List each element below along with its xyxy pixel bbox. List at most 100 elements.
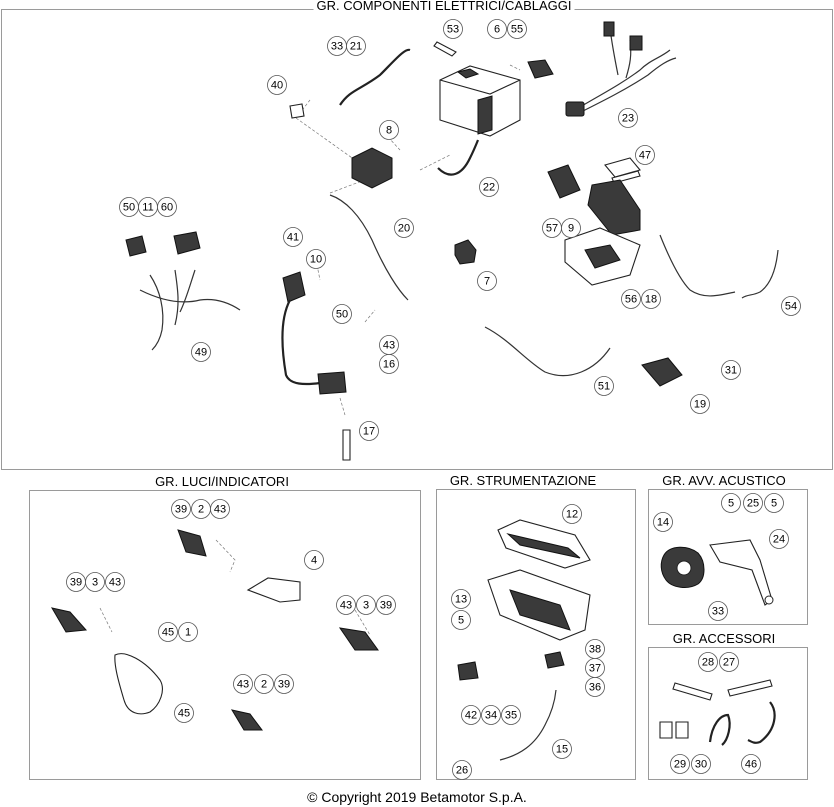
callout-label: 45 — [162, 627, 174, 639]
callout-label: 23 — [622, 113, 634, 125]
callout-acustico-1: 25 — [743, 493, 763, 513]
acustico-parts — [660, 539, 774, 606]
callout-label: 43 — [237, 679, 249, 691]
callout-luci-5: 3 — [85, 572, 105, 592]
callout-label: 39 — [278, 679, 290, 691]
callout-label: 3 — [92, 577, 98, 589]
callout-elettrici-28: 19 — [690, 394, 710, 414]
callout-label: 18 — [645, 294, 657, 306]
callout-luci-7: 43 — [336, 595, 356, 615]
callout-label: 49 — [195, 347, 207, 359]
callout-label: 5 — [771, 498, 777, 510]
callout-label: 10 — [310, 254, 322, 266]
callout-luci-13: 2 — [254, 674, 274, 694]
callout-acustico-3: 14 — [653, 512, 673, 532]
callout-elettrici-15: 9 — [561, 218, 581, 238]
callout-luci-9: 39 — [376, 595, 396, 615]
callout-label: 4 — [311, 555, 317, 567]
callout-luci-15: 45 — [174, 703, 194, 723]
callout-accessori-0: 28 — [698, 652, 718, 672]
callout-elettrici-25: 51 — [594, 376, 614, 396]
callout-elettrici-14: 57 — [542, 218, 562, 238]
callout-strumentazione-10: 26 — [452, 760, 472, 780]
callout-strumentazione-9: 15 — [552, 739, 572, 759]
callout-label: 24 — [773, 534, 785, 546]
callout-label: 26 — [456, 765, 468, 777]
callout-elettrici-2: 55 — [507, 19, 527, 39]
ecu-group — [547, 157, 641, 286]
callout-luci-2: 43 — [210, 499, 230, 519]
callout-label: 47 — [639, 150, 651, 162]
callout-label: 43 — [214, 504, 226, 516]
callout-strumentazione-8: 35 — [501, 705, 521, 725]
callout-label: 60 — [161, 202, 173, 214]
ignition-coil-group — [281, 271, 351, 461]
callout-luci-12: 43 — [233, 674, 253, 694]
section-title-componenti-elettrici: GR. COMPONENTI ELETTRICI/CABLAGGI — [313, 0, 575, 13]
callout-elettrici-23: 49 — [191, 342, 211, 362]
callout-elettrici-18: 7 — [477, 271, 497, 291]
callout-label: 50 — [123, 202, 135, 214]
callout-label: 33 — [331, 41, 343, 53]
section-title-luci-indicatori: GR. LUCI/INDICATORI — [152, 474, 292, 489]
callout-label: 43 — [109, 577, 121, 589]
callout-elettrici-16: 20 — [394, 218, 414, 238]
relay-8 — [351, 147, 393, 189]
callout-elettrici-13: 41 — [283, 227, 303, 247]
harness-23 — [565, 21, 677, 117]
callout-elettrici-8: 47 — [635, 145, 655, 165]
callout-label: 21 — [350, 41, 362, 53]
callout-acustico-4: 24 — [769, 529, 789, 549]
callout-luci-8: 3 — [356, 595, 376, 615]
callout-label: 38 — [589, 644, 601, 656]
callout-label: 45 — [178, 708, 190, 720]
callout-label: 12 — [566, 509, 578, 521]
callout-label: 7 — [484, 276, 490, 288]
callout-label: 43 — [383, 340, 395, 352]
callout-elettrici-21: 54 — [781, 296, 801, 316]
callout-label: 15 — [556, 744, 568, 756]
callout-label: 51 — [598, 381, 610, 393]
callout-label: 42 — [465, 710, 477, 722]
callout-label: 2 — [198, 504, 204, 516]
callout-label: 57 — [546, 223, 558, 235]
accessori-parts — [659, 679, 776, 746]
callout-label: 41 — [287, 232, 299, 244]
callout-elettrici-19: 56 — [621, 289, 641, 309]
callout-elettrici-24: 43 — [379, 335, 399, 355]
callout-acustico-5: 33 — [708, 601, 728, 621]
callout-elettrici-5: 40 — [267, 75, 287, 95]
callout-elettrici-4: 21 — [346, 36, 366, 56]
callout-luci-6: 43 — [105, 572, 125, 592]
callout-luci-11: 1 — [178, 622, 198, 642]
callout-luci-1: 2 — [191, 499, 211, 519]
callout-label: 28 — [702, 657, 714, 669]
callout-elettrici-9: 22 — [479, 177, 499, 197]
callout-label: 14 — [657, 517, 669, 529]
callout-luci-4: 39 — [66, 572, 86, 592]
callout-accessori-2: 29 — [670, 754, 690, 774]
callout-label: 1 — [185, 627, 191, 639]
section-title-strumentazione: GR. STRUMENTAZIONE — [446, 473, 600, 488]
copyright-text: © Copyright 2019 Betamotor S.p.A. — [307, 789, 527, 805]
callout-label: 37 — [589, 663, 601, 675]
callout-label: 3 — [363, 600, 369, 612]
callout-label: 29 — [674, 759, 686, 771]
callout-strumentazione-1: 13 — [451, 589, 471, 609]
callout-label: 5 — [458, 615, 464, 627]
callout-luci-14: 39 — [274, 674, 294, 694]
callout-elettrici-20: 18 — [641, 289, 661, 309]
battery-cable-21 — [339, 48, 411, 106]
callout-label: 25 — [747, 498, 759, 510]
harness-54 — [741, 249, 779, 299]
callout-elettrici-7: 8 — [379, 120, 399, 140]
harness-49 — [125, 231, 241, 351]
cable-20 — [329, 194, 409, 301]
callout-label: 39 — [70, 577, 82, 589]
callout-label: 39 — [175, 504, 187, 516]
callout-label: 40 — [271, 80, 283, 92]
callout-label: 36 — [589, 682, 601, 694]
callout-label: 55 — [511, 24, 523, 36]
